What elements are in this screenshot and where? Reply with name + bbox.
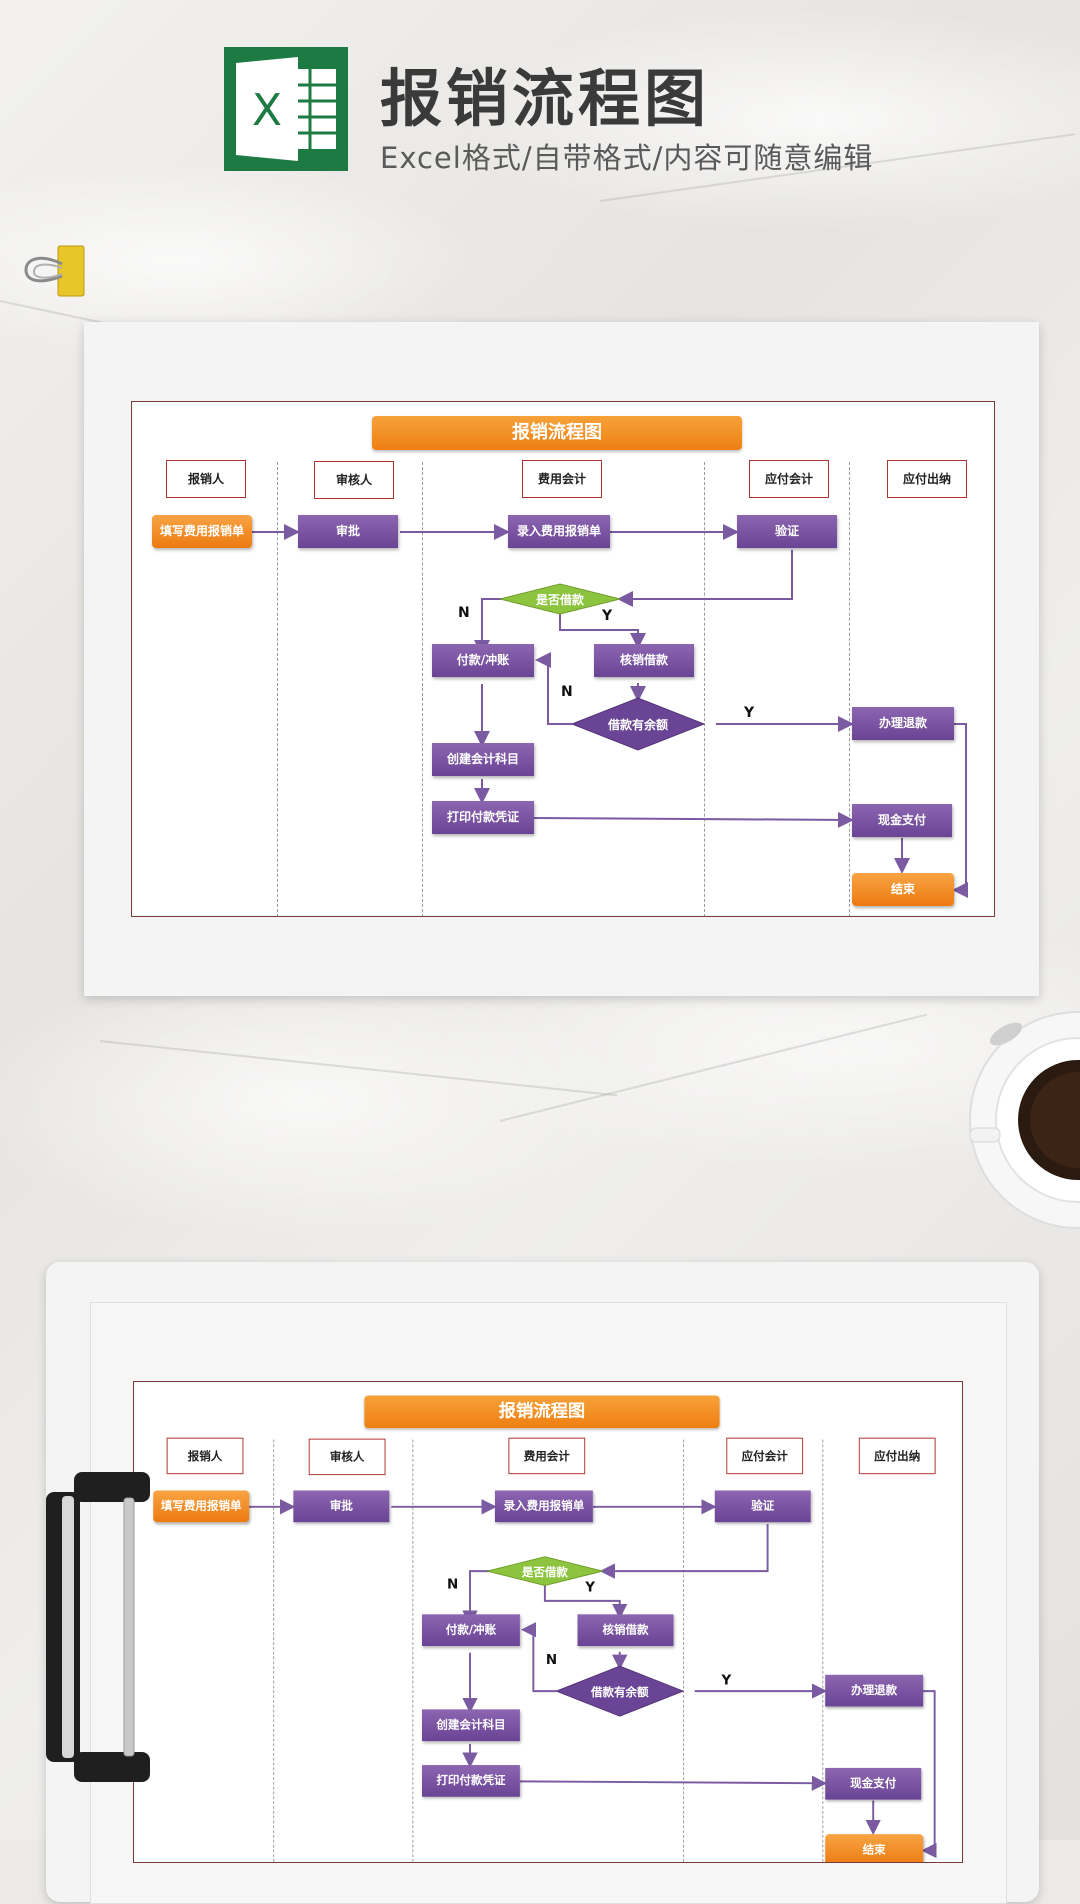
node-fill-form: 填写费用报销单 bbox=[153, 1490, 250, 1523]
label-has-loan: 是否借款 bbox=[535, 593, 584, 607]
binder-clip-icon bbox=[22, 244, 88, 304]
node-end: 结束 bbox=[825, 1834, 924, 1862]
node-fill-form: 填写费用报销单 bbox=[152, 515, 252, 548]
node-print-voucher: 打印付款凭证 bbox=[432, 801, 534, 834]
node-pay-offset: 付款/冲账 bbox=[432, 644, 534, 677]
label-no: N bbox=[561, 684, 573, 700]
clipboard-clip-icon bbox=[44, 1472, 154, 1786]
lane-divider bbox=[822, 1439, 824, 1862]
role-payable-accountant: 应付会计 bbox=[726, 1437, 804, 1475]
page-subtitle: Excel格式/自带格式/内容可随意编辑 bbox=[380, 141, 874, 175]
label-no: N bbox=[446, 1576, 459, 1593]
node-cash-pay: 现金支付 bbox=[825, 1767, 922, 1800]
decision-has-loan bbox=[499, 583, 621, 615]
node-verify: 验证 bbox=[737, 515, 837, 548]
lane-divider bbox=[422, 462, 423, 916]
role-expense-accountant: 费用会计 bbox=[522, 460, 602, 498]
role-expense-accountant: 费用会计 bbox=[508, 1437, 586, 1475]
role-submitter: 报销人 bbox=[166, 1437, 244, 1475]
label-yes: Y bbox=[585, 1579, 595, 1596]
decision-has-loan bbox=[487, 1556, 603, 1587]
node-create-subject: 创建会计科目 bbox=[432, 743, 534, 776]
node-approve: 审批 bbox=[298, 515, 398, 548]
node-refund: 办理退款 bbox=[852, 707, 954, 740]
decision-loan-balance bbox=[570, 697, 706, 751]
coffee-cup-icon bbox=[968, 1010, 1080, 1234]
node-pay-offset: 付款/冲账 bbox=[422, 1614, 520, 1646]
node-cash-pay: 现金支付 bbox=[852, 804, 952, 837]
role-payable-accountant: 应付会计 bbox=[749, 460, 829, 498]
label-loan-balance: 借款有余额 bbox=[607, 718, 668, 732]
role-cashier: 应付出纳 bbox=[887, 460, 967, 498]
role-reviewer: 审核人 bbox=[308, 1438, 386, 1476]
flowchart-sheet-bottom: 报销流程图 报销人 审核人 费用会计 应付会计 应付出纳 bbox=[133, 1381, 963, 1863]
node-enter-form: 录入费用报销单 bbox=[494, 1490, 593, 1523]
lane-divider bbox=[273, 1439, 275, 1862]
node-writeoff-loan: 核销借款 bbox=[594, 644, 694, 677]
label-no: N bbox=[458, 605, 470, 621]
lane-divider bbox=[412, 1439, 414, 1862]
lane-divider bbox=[683, 1439, 685, 1862]
decision-loan-balance bbox=[555, 1665, 685, 1717]
node-refund: 办理退款 bbox=[825, 1674, 924, 1707]
flowchart-connectors bbox=[251, 524, 968, 898]
label-yes: Y bbox=[721, 1672, 732, 1689]
lane-divider bbox=[277, 462, 278, 916]
label-loan-balance: 借款有余额 bbox=[590, 1685, 649, 1699]
flowchart-title: 报销流程图 bbox=[372, 416, 742, 450]
node-print-voucher: 打印付款凭证 bbox=[422, 1765, 520, 1797]
page-title: 报销流程图 bbox=[380, 62, 711, 135]
role-submitter: 报销人 bbox=[166, 460, 246, 498]
role-reviewer: 审核人 bbox=[314, 461, 394, 499]
role-cashier: 应付出纳 bbox=[858, 1437, 936, 1475]
node-approve: 审批 bbox=[293, 1490, 390, 1523]
flowchart-sheet-top: 报销流程图 报销人 审核人 费用会计 应付会计 应付出纳 bbox=[131, 401, 995, 917]
node-writeoff-loan: 核销借款 bbox=[577, 1614, 674, 1646]
lane-divider bbox=[849, 462, 850, 916]
node-create-subject: 创建会计科目 bbox=[422, 1709, 520, 1742]
excel-logo-icon: X bbox=[224, 47, 348, 171]
node-end: 结束 bbox=[852, 873, 954, 906]
svg-text:X: X bbox=[252, 85, 282, 136]
node-enter-form: 录入费用报销单 bbox=[508, 515, 610, 548]
node-verify: 验证 bbox=[714, 1490, 811, 1523]
label-yes: Y bbox=[602, 608, 613, 624]
lane-divider bbox=[704, 462, 705, 916]
label-has-loan: 是否借款 bbox=[521, 1565, 568, 1579]
label-no: N bbox=[545, 1652, 558, 1669]
label-yes: Y bbox=[744, 705, 755, 721]
flowchart-title: 报销流程图 bbox=[364, 1395, 720, 1429]
